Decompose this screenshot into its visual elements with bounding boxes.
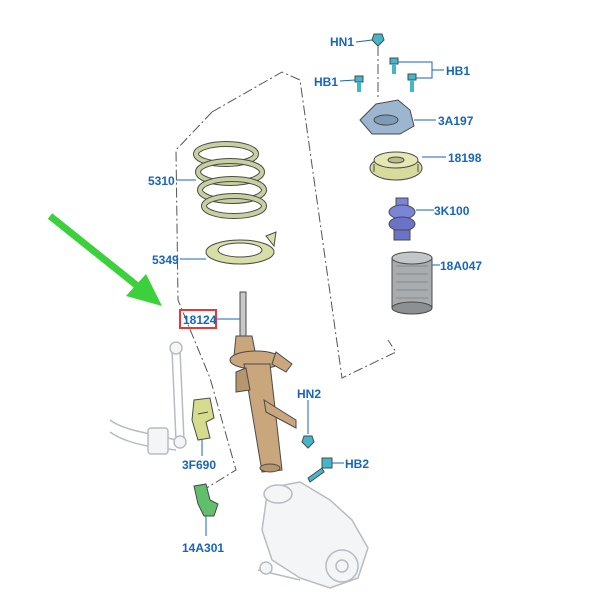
strut-18124 — [229, 291, 297, 473]
callout-18198: 18198 — [448, 151, 482, 165]
callout-3a197: 3A197 — [438, 114, 474, 128]
spring-isolator-5349 — [205, 231, 277, 265]
bump-stop-3k100 — [388, 197, 416, 241]
callout-3f690: 3F690 — [182, 458, 216, 472]
callout-18a047: 18A047 — [440, 259, 482, 273]
coil-spring-5310 — [193, 141, 267, 219]
pointer-arrow-icon — [47, 213, 162, 306]
assembly-boundary-outline — [211, 71, 397, 379]
callout-hb1-left: HB1 — [314, 75, 338, 89]
hb1-bolt-pair-icon — [389, 57, 417, 92]
strut-assembly-boundary-outline — [175, 111, 237, 493]
sensor-bracket-14a301 — [193, 483, 219, 536]
dust-boot-18a047 — [391, 251, 433, 315]
bearing-18198 — [369, 151, 423, 181]
callout-14a301: 14A301 — [182, 541, 224, 555]
callout-hb1-right: HB1 — [446, 64, 470, 78]
selected-part-highlight — [179, 309, 217, 329]
upper-mount-3a197 — [359, 99, 415, 135]
callout-18124: 18124 — [183, 313, 217, 327]
callout-hb2: HB2 — [345, 457, 369, 471]
callout-5349: 5349 — [152, 253, 179, 267]
stabilizer-bar-ghost — [109, 341, 187, 455]
callout-3k100: 3K100 — [434, 204, 470, 218]
callout-hn2: HN2 — [297, 387, 321, 401]
hb2-bolt-icon — [307, 457, 333, 483]
callout-5310: 5310 — [148, 174, 175, 188]
hn1-nut-icon — [371, 33, 385, 100]
callout-hn1: HN1 — [330, 35, 354, 49]
bracket-3f690 — [191, 397, 215, 456]
steering-knuckle-ghost — [257, 481, 369, 589]
hb1-bolt-icon — [354, 75, 364, 92]
hn2-nut-icon — [301, 435, 315, 449]
